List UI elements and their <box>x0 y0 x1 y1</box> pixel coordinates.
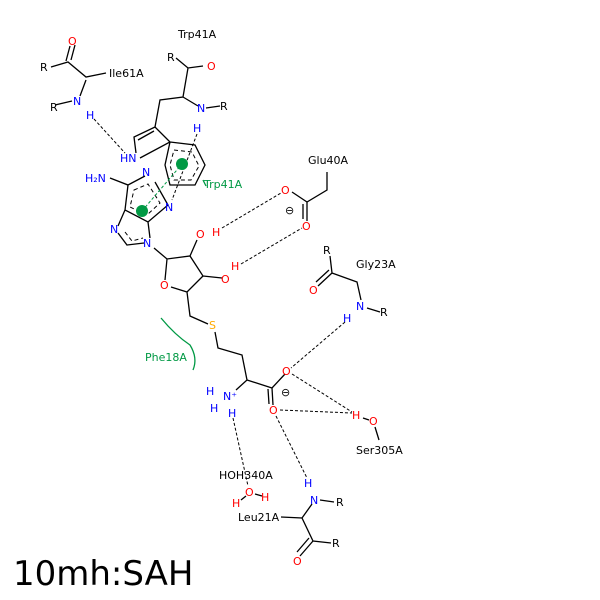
label-ile61: Ile61A <box>109 67 144 80</box>
hbond-ser305-b <box>279 409 353 414</box>
atom-r: R <box>220 100 228 113</box>
atom-n: N <box>310 494 318 507</box>
atom-h: H <box>231 260 239 273</box>
atom-o: O <box>196 228 205 241</box>
atom-n: N <box>110 223 118 236</box>
atom-h: H <box>86 109 94 122</box>
atom-r: R <box>50 101 58 114</box>
atom-o: O <box>302 220 311 233</box>
atom-r: R <box>380 306 388 319</box>
label-trp41-pi: Trp41A <box>203 178 243 191</box>
diagram-title: 10mh:SAH <box>13 554 193 594</box>
atom-o: O <box>281 184 290 197</box>
atom-n: N <box>142 166 150 179</box>
hbond-glu40-o2h <box>221 192 282 229</box>
atom-h: H <box>193 122 201 135</box>
atom-r: R <box>167 51 175 64</box>
atom-o: O <box>269 404 278 417</box>
residue-labels: Ile61A Trp41A Trp41A Glu40A Gly23A Ser30… <box>109 28 403 524</box>
hbond-ile61-hn <box>93 118 126 154</box>
pi-centroid-trp <box>176 158 188 170</box>
atom-h2n: H₂N <box>85 172 106 185</box>
atom-o: O <box>160 279 169 292</box>
atom-o: O <box>293 555 302 568</box>
atom-r: R <box>336 496 344 509</box>
atom-o: O <box>309 284 318 297</box>
atom-r: R <box>40 61 48 74</box>
atom-nplus: N⁺ <box>223 390 237 403</box>
pi-stacking-line <box>141 163 183 212</box>
atom-hn: HN <box>120 152 137 165</box>
atom-n: N <box>143 237 151 250</box>
atom-o: O <box>282 365 291 378</box>
atom-o: O <box>221 273 230 286</box>
label-phe18: Phe18A <box>145 351 187 364</box>
atom-h: H <box>261 491 269 504</box>
negative-charge-icon: ⊖ <box>281 386 290 399</box>
atom-h: H <box>352 409 360 422</box>
atom-r: R <box>323 244 331 257</box>
atom-r: R <box>332 537 340 550</box>
hbond-hoh340 <box>232 417 249 487</box>
bonds <box>50 44 381 557</box>
label-leu21: Leu21A <box>238 511 280 524</box>
atom-o: O <box>245 486 254 499</box>
negative-charge-icon: ⊖ <box>285 204 294 217</box>
atom-h: H <box>206 385 214 398</box>
atom-h: H <box>304 477 312 490</box>
atom-n: N <box>356 300 364 313</box>
label-hoh340: HOH340A <box>219 469 273 482</box>
pi-centroid-adenine <box>136 205 148 217</box>
atom-n: N <box>197 102 205 115</box>
atom-o: O <box>68 35 77 48</box>
atom-labels: O R N R H R O N R H HN H₂N N N N N O O H… <box>40 35 388 568</box>
atom-h: H <box>343 312 351 325</box>
atom-h: H <box>210 402 218 415</box>
interactions <box>93 118 353 487</box>
atom-s: S <box>209 319 216 332</box>
label-trp41: Trp41A <box>177 28 217 41</box>
atom-h: H <box>228 407 236 420</box>
label-ser305: Ser305A <box>356 444 403 457</box>
hydrophobic-tick-trp41 <box>202 179 207 187</box>
atom-o: O <box>207 60 216 73</box>
label-gly23: Gly23A <box>356 258 396 271</box>
atom-n: N <box>73 95 81 108</box>
label-glu40: Glu40A <box>308 154 349 167</box>
hbond-ser305-a <box>291 373 353 413</box>
hydrophobic-arc-phe18 <box>160 317 196 371</box>
hbond-glu40-o3h <box>240 227 303 265</box>
atom-h: H <box>212 226 220 239</box>
hbond-leu21 <box>275 415 308 479</box>
atom-h: H <box>232 497 240 510</box>
atom-n: N <box>165 201 173 214</box>
atom-o: O <box>369 415 378 428</box>
hbond-gly23 <box>290 321 346 369</box>
